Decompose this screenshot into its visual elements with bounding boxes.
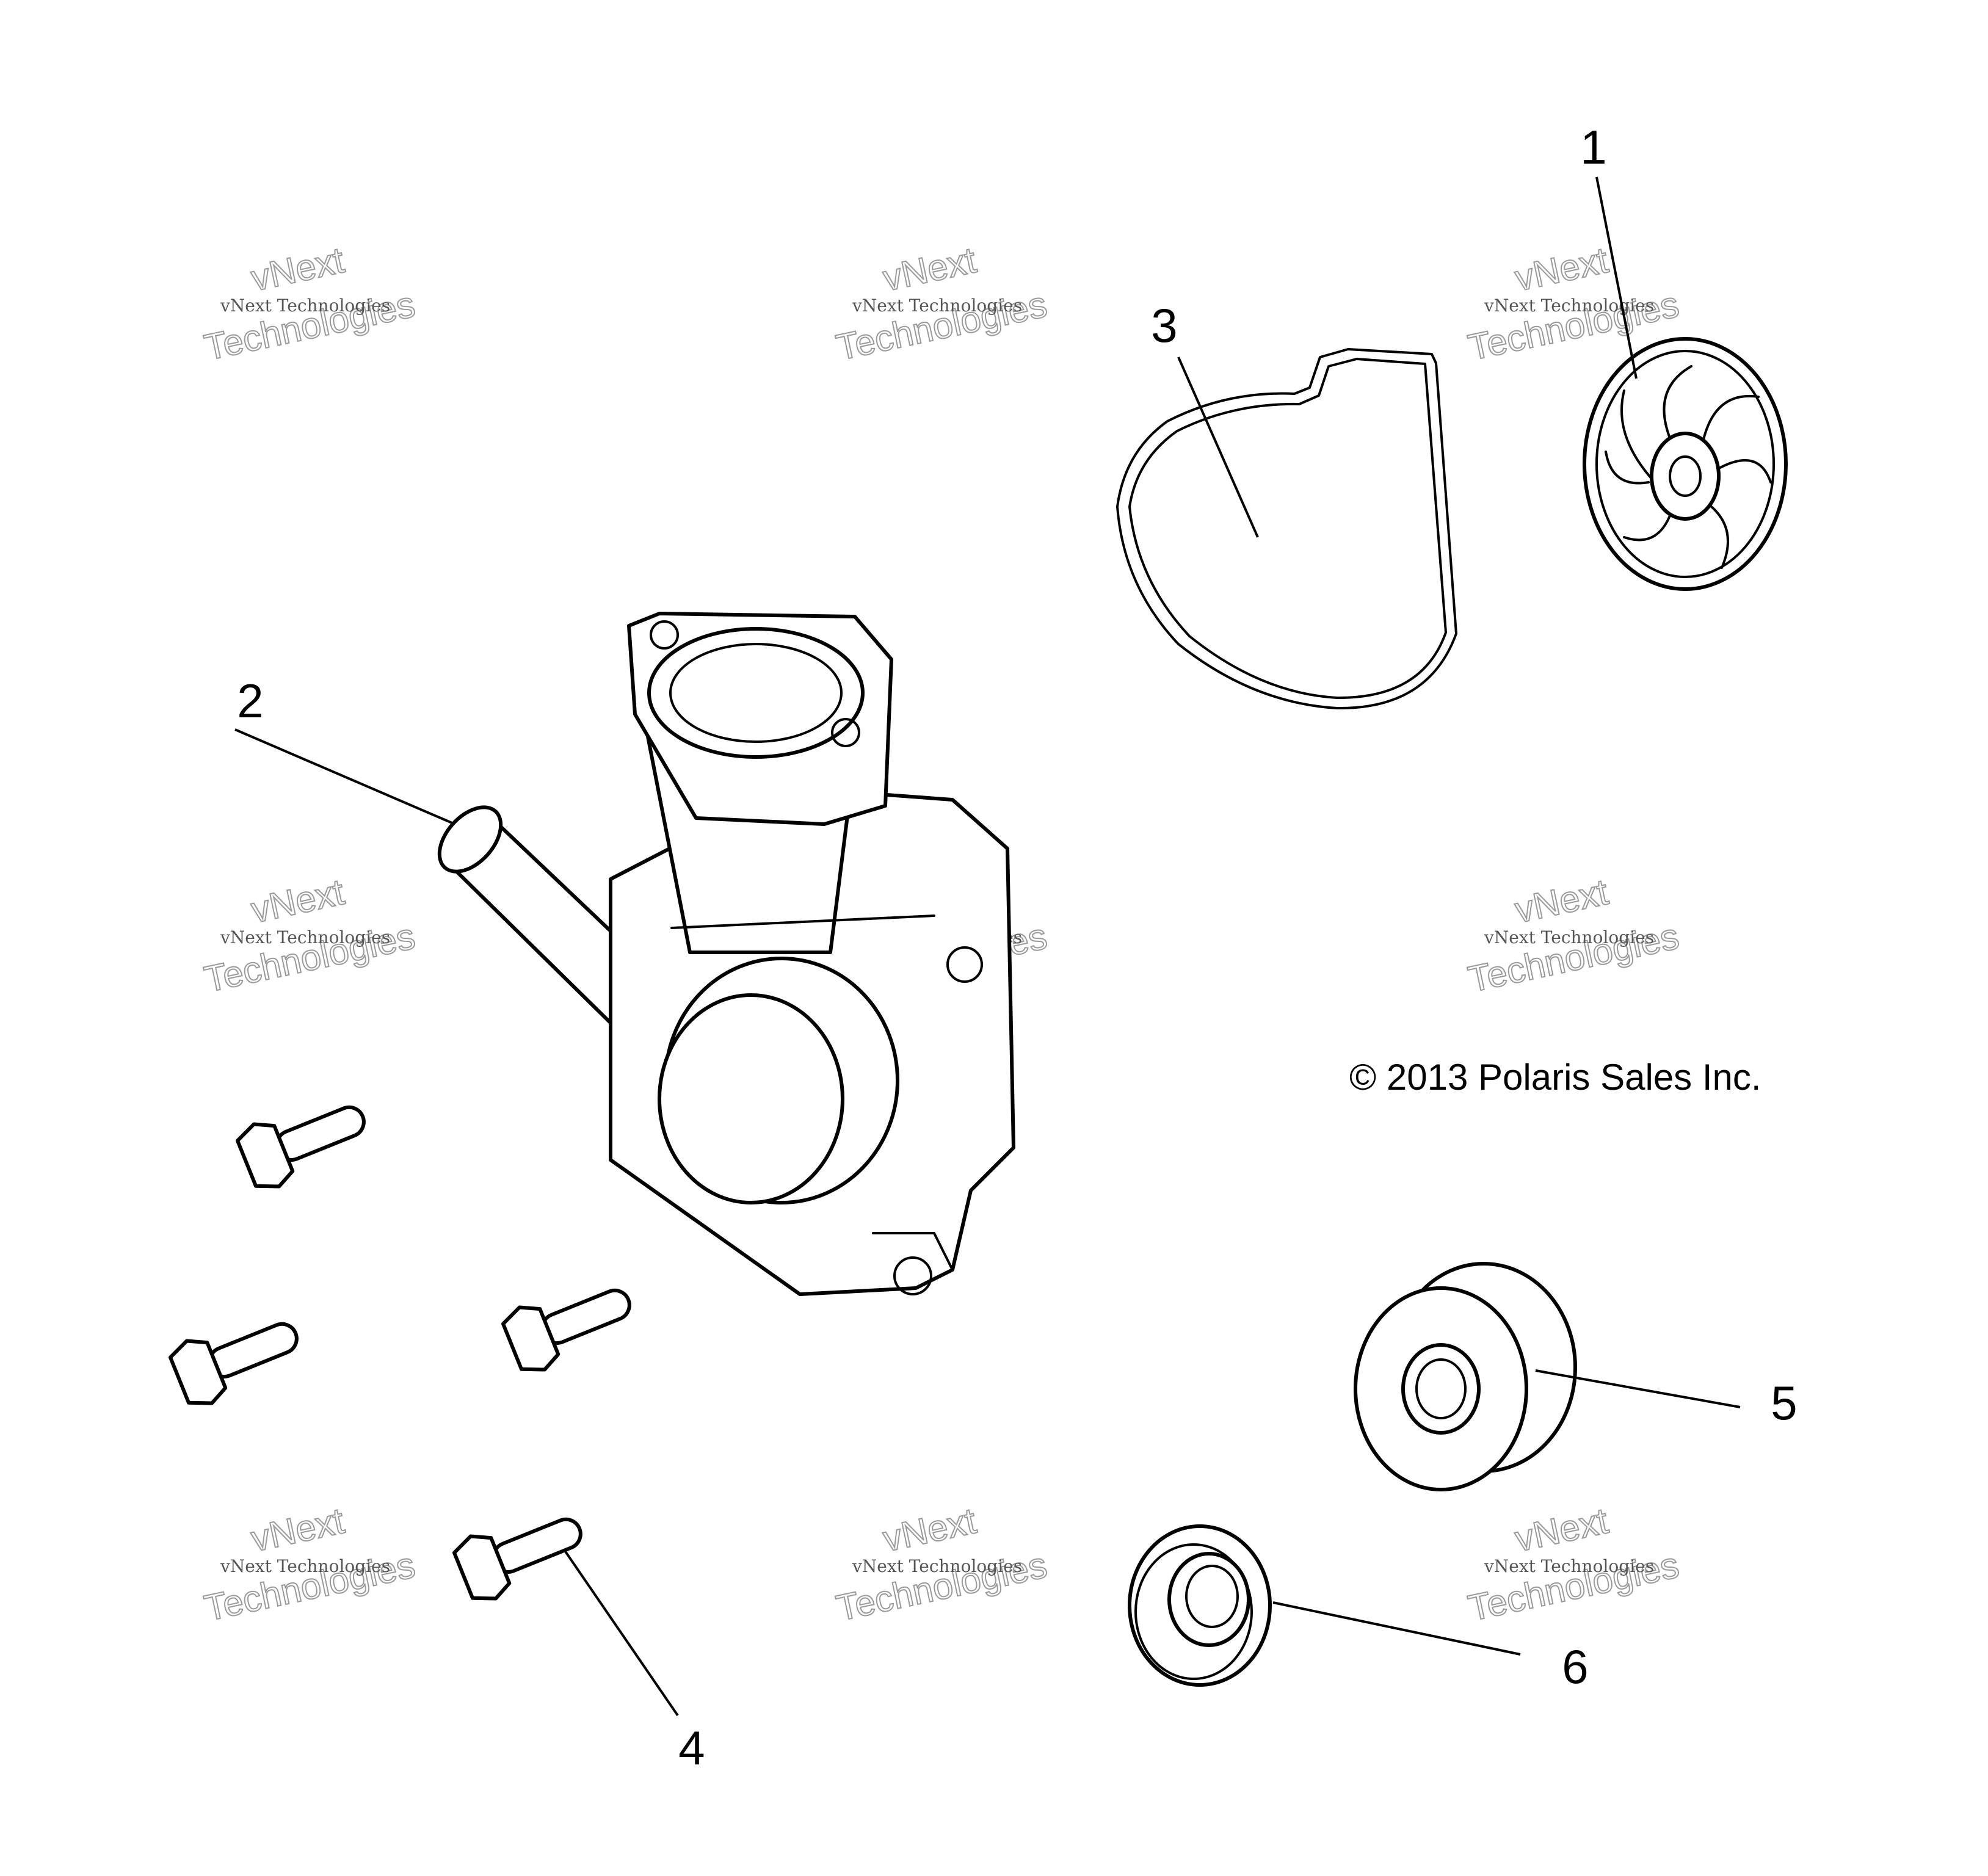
watermark-brand-top: vNext: [1511, 871, 1611, 930]
leader-6: [1272, 1601, 1521, 1656]
callout-1: 1: [1580, 120, 1606, 174]
leader-3: [1177, 357, 1259, 538]
copyright-text: © 2013 Polaris Sales Inc.: [1349, 1057, 1761, 1098]
leader-2: [234, 728, 455, 825]
callout-4: 4: [678, 1721, 705, 1775]
watermark-brand-top: vNext: [879, 239, 979, 299]
callout-5: 5: [1771, 1376, 1797, 1430]
callout-3: 3: [1151, 299, 1177, 352]
impeller-part-1: [1583, 337, 1788, 591]
callout-6: 6: [1562, 1640, 1588, 1693]
watermark-brand-top: vNext: [247, 239, 347, 299]
callout-2: 2: [237, 674, 263, 728]
housing-part-2: [437, 612, 1015, 1296]
bolt-part-4: [169, 1105, 631, 1601]
watermark-brand-top: vNext: [247, 871, 347, 930]
watermark-brand-top: vNext: [1511, 1500, 1611, 1559]
gasket-part-3: [1116, 348, 1457, 710]
watermark-brand-line: vNext Technologies: [220, 927, 390, 947]
watermark-brand-line: vNext Technologies: [1484, 295, 1654, 316]
watermark-brand-line: vNext Technologies: [220, 295, 390, 316]
watermark-brand-line: vNext Technologies: [220, 1556, 390, 1576]
watermark-brand-line: vNext Technologies: [1484, 1556, 1654, 1576]
seal-part-6: [1128, 1524, 1272, 1687]
watermark-brand-line: vNext Technologies: [852, 295, 1022, 316]
watermark-brand-top: vNext: [879, 1500, 979, 1559]
watermark-brand-line: vNext Technologies: [1484, 927, 1654, 947]
watermark-brand-top: vNext: [1511, 239, 1611, 299]
seal-part-5: [1354, 1262, 1577, 1491]
leader-lines: [234, 176, 1741, 1717]
leader-4: [564, 1549, 679, 1717]
watermark-brand-top: vNext: [247, 1500, 347, 1559]
leader-1: [1595, 176, 1638, 379]
callout-labels: 1 2 3 4 5 6: [237, 120, 1797, 1775]
leader-5: [1535, 1369, 1741, 1408]
watermark-brand-line: vNext Technologies: [852, 1556, 1022, 1576]
